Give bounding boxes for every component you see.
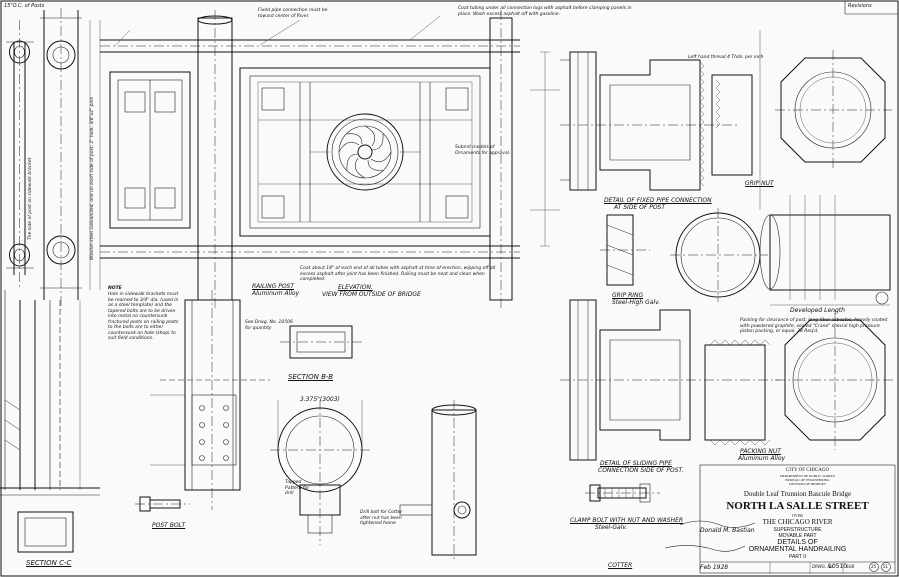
tb-sheet-title-3: DETAILS OF xyxy=(777,539,818,546)
section-cc-box xyxy=(17,511,74,553)
developed-length-tube xyxy=(759,195,891,306)
vertical-pipe-section xyxy=(399,400,477,560)
grip-ring-circle xyxy=(670,208,768,302)
section-cc-label: SECTION C-C xyxy=(26,559,72,567)
packing-nut-label: PACKING NUT xyxy=(740,448,781,455)
section-cc-lower xyxy=(0,290,100,496)
railing-post-lower xyxy=(150,290,270,510)
clamp-bolt-label: CLAMP BOLT WITH NUT AND WASHER xyxy=(570,517,684,524)
fixed-pipe-connection xyxy=(560,30,761,210)
tb-bridge-type: Double Leaf Trunnion Bascule Bridge xyxy=(743,490,852,498)
note-section-cc-side: The side of post on sidewalk bracket xyxy=(28,157,33,240)
sliding-pipe-connection xyxy=(560,299,780,461)
tb-dept: DEPARTMENT OF PUBLIC WORKS xyxy=(779,474,836,478)
note-tapped-pattern: Tapped Pattern for drill xyxy=(285,480,310,496)
tb-sheet-title-4: ORNAMENTAL HANDRAILING xyxy=(748,546,847,553)
fixed-pipe-label: DETAIL OF FIXED PIPE CONNECTION xyxy=(604,197,712,204)
railing-post-sub: Aluminum Alloy xyxy=(252,290,300,297)
sliding-pipe-sub: CONNECTION SIDE OF POST. xyxy=(598,467,684,474)
signature: Donald M. Bastian xyxy=(700,527,755,534)
post-bolt-drawing xyxy=(135,496,190,512)
tb-city: CITY OF CHICAGO xyxy=(785,468,830,473)
grip-ring-label: GRIP RING xyxy=(612,292,644,299)
signature-strokes xyxy=(664,520,756,552)
section-bb-label: SECTION B-B xyxy=(288,373,334,381)
sliding-pipe-label: DETAIL OF SLIDING PIPE xyxy=(600,460,672,467)
dim-post-spacing: 15"O.C. of Posts xyxy=(4,3,45,9)
note-coat-about: Coat about 18" of each end of all tubes … xyxy=(300,266,496,282)
tb-river: THE CHICAGO RIVER xyxy=(762,518,833,526)
post-bolt-label: POST BOLT xyxy=(152,522,186,529)
grip-nut-octagon xyxy=(775,50,892,170)
tb-drawing-no: 10510 xyxy=(828,563,848,570)
title-block xyxy=(699,464,896,574)
tb-bureau: BUREAU OF ENGINEERING xyxy=(785,478,830,482)
grip-nut-label: GRIP NUT xyxy=(745,180,774,187)
note-submit-models: Submit models of Ornaments for approval. xyxy=(455,145,511,156)
note-drill-bolt: Drill bolt for Cotter after nut has been… xyxy=(360,510,403,526)
tb-sheet-title-5: PART II xyxy=(789,554,806,560)
packing-nut-sub: Aluminum Alloy xyxy=(738,455,786,462)
section-cc-baluster xyxy=(6,20,34,290)
tb-drawing-no-label: DRWG. No. xyxy=(812,564,835,569)
developed-length-label: Developed Length xyxy=(790,307,845,314)
tb-division: DIVISION OF BRIDGES xyxy=(789,482,826,486)
revisions-label: Revisions xyxy=(848,3,872,9)
tb-street: NORTH LA SALLE STREET xyxy=(726,500,869,512)
tb-sheet-no: 25 xyxy=(871,564,877,569)
section-bb xyxy=(280,325,362,359)
note-fixed-pipe: Fixed pipe connection must be toward cen… xyxy=(258,8,328,19)
note-head: NOTE xyxy=(108,286,122,291)
elevation-label: ELEVATION. xyxy=(338,284,373,291)
note-coat-tubing: Coat tubing under all connection lugs wi… xyxy=(458,6,632,17)
post-section-vertical xyxy=(40,8,101,310)
clamp-collar-section xyxy=(270,400,370,545)
cotter-label: COTTER xyxy=(608,562,633,569)
dim-3375: 3.375"(3003) xyxy=(300,396,340,403)
clamp-bolt-sub: Steel-Galv. xyxy=(595,524,628,531)
tb-sub-label: SUB xyxy=(846,564,855,569)
elevation-note: VIEW FROM OUTSIDE OF BRIDGE xyxy=(322,291,421,298)
railing-post-label: RAILING POST xyxy=(252,283,295,290)
elevation-railing-panel xyxy=(100,10,560,310)
packing-nut-octagon xyxy=(775,310,895,450)
note-packing: Packing for clearance of post, long-fibe… xyxy=(740,318,888,334)
grip-ring-sub: Steel-High Galv. xyxy=(612,299,661,306)
note-washer-vertical: Washer-steel Galvanized, one on each sid… xyxy=(90,97,95,260)
rosette-medallion xyxy=(326,113,404,191)
fixed-pipe-sub: AT SIDE OF POST xyxy=(614,204,666,211)
top-leaders xyxy=(114,15,441,47)
see-drawing-note: See Drwg. No. 10506 for quantity xyxy=(245,320,293,331)
tb-over: OVER xyxy=(792,513,803,518)
tb-sheet-title-1: SUPERSTRUCTURE xyxy=(773,527,822,533)
tb-sheet-title-2: MOVABLE PART xyxy=(778,533,817,539)
drawing-date: Feb 1928 xyxy=(700,564,729,571)
grip-ring-side xyxy=(600,214,650,286)
note-body: Hole in sidewalk brackets must be reamed… xyxy=(108,292,179,341)
tb-sheet-of: 51 xyxy=(883,564,889,569)
note-left-hand-thread: Left hand thread 4 Thds. per inch xyxy=(688,55,764,60)
clamp-bolt-drawing xyxy=(585,483,660,503)
